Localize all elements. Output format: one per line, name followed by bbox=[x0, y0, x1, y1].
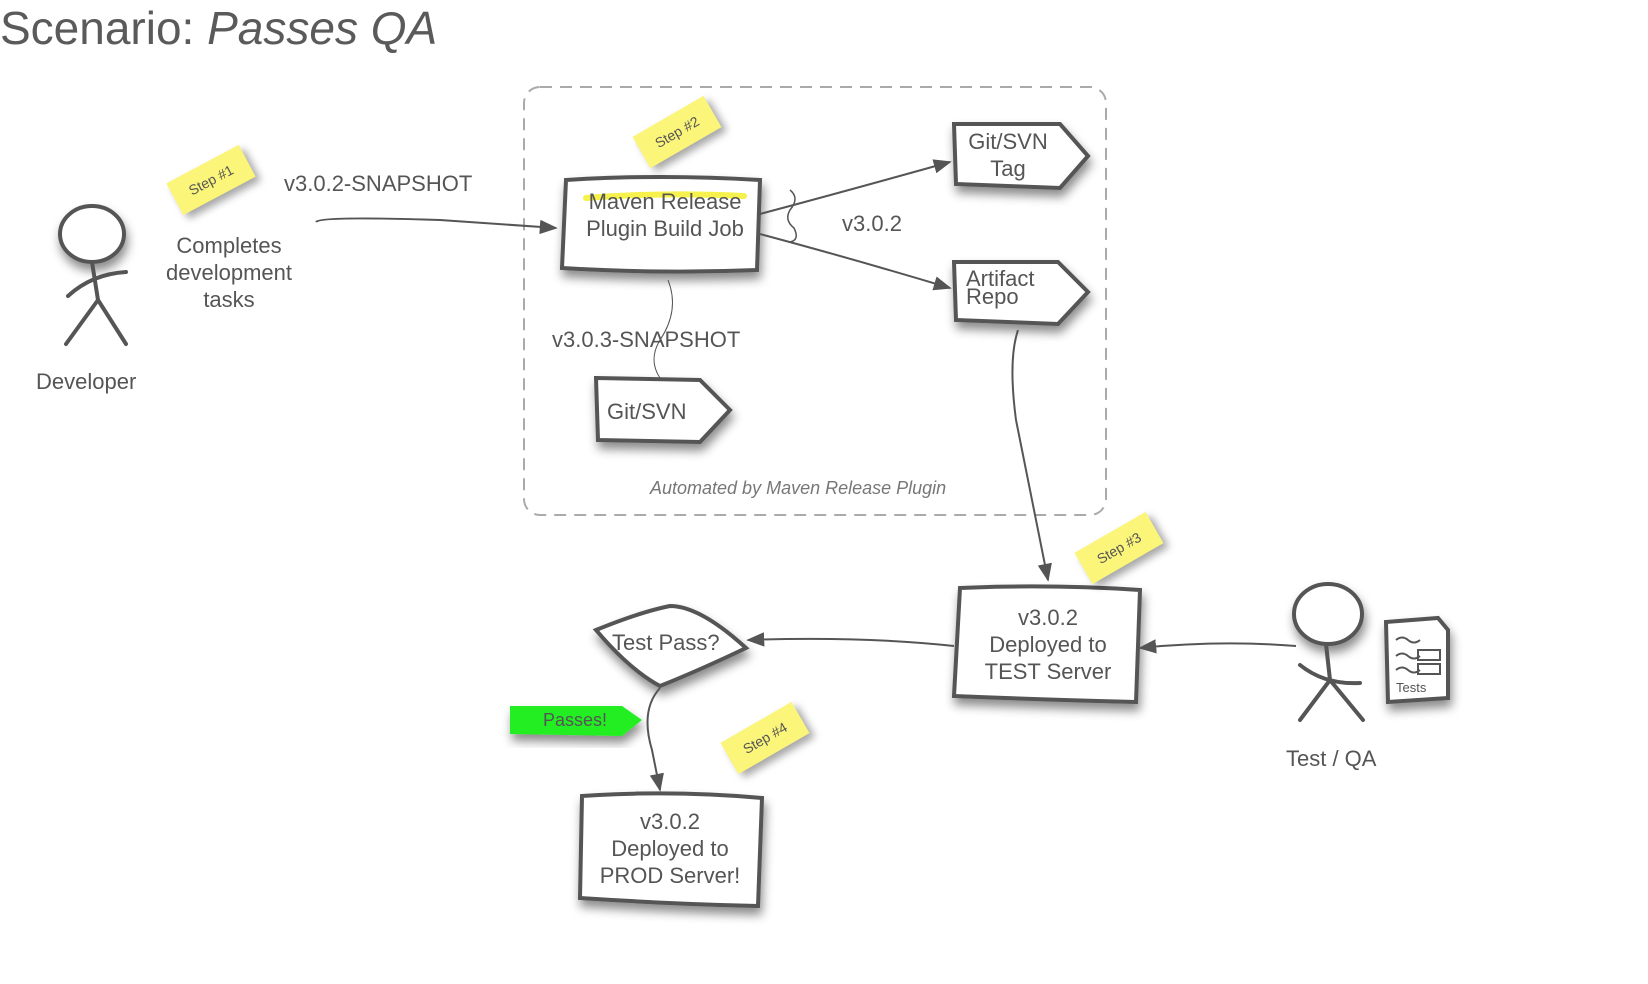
brace-mark bbox=[787, 189, 797, 243]
connector-maven-to-repo bbox=[759, 233, 952, 291]
title-prefix: Scenario: bbox=[0, 2, 195, 54]
prod-server-node[interactable] bbox=[577, 791, 765, 909]
connector-decision-to-prod bbox=[646, 687, 664, 792]
git-svn-node[interactable] bbox=[593, 375, 733, 445]
dev-task-line: development bbox=[166, 260, 292, 285]
title-emphasis: Passes QA bbox=[207, 2, 438, 54]
artifact-repo-label: Artifact Repo bbox=[966, 266, 1035, 309]
maven-job-node[interactable] bbox=[559, 175, 763, 274]
tests-document-icon bbox=[1383, 615, 1450, 705]
tester-label: Test / QA bbox=[1286, 746, 1377, 771]
connector-tester-to-test bbox=[1138, 639, 1297, 654]
connector-maven-to-git bbox=[653, 279, 673, 379]
node-text: Deployed to bbox=[989, 632, 1107, 657]
git-svn-label: Git/SVN bbox=[607, 399, 687, 424]
dev-task-label: Completes development tasks bbox=[158, 232, 300, 313]
automated-caption: Automated by Maven Release Plugin bbox=[650, 478, 947, 498]
maven-job-label: Maven Release Plugin Build Job bbox=[570, 188, 760, 242]
git-tag-node[interactable] bbox=[951, 122, 1091, 191]
snapshot-next-label: v3.0.3-SNAPSHOT bbox=[552, 327, 741, 352]
highlight-mark bbox=[583, 191, 747, 201]
connector-repo-to-test bbox=[1011, 329, 1052, 582]
node-text: v3.0.2 bbox=[1018, 605, 1078, 630]
node-text: Plugin Build Job bbox=[586, 216, 744, 241]
page-title: Scenario: Passes QA bbox=[0, 0, 437, 56]
node-text: Git/SVN bbox=[968, 129, 1048, 154]
snapshot-in-label: v3.0.2-SNAPSHOT bbox=[284, 171, 473, 196]
passes-label: Passes! bbox=[542, 710, 608, 730]
node-text: Tag bbox=[990, 156, 1026, 181]
node-text: TEST Server bbox=[984, 659, 1112, 684]
automation-boundary bbox=[523, 86, 1107, 516]
dev-task-line: Completes bbox=[176, 233, 282, 258]
node-text: v3.0.2 bbox=[640, 809, 700, 834]
test-pass-decision[interactable] bbox=[592, 603, 750, 689]
developer-figure-icon bbox=[58, 204, 128, 346]
dev-task-line: tasks bbox=[203, 287, 255, 312]
git-tag-label: Git/SVN Tag bbox=[958, 128, 1058, 182]
test-pass-label: Test Pass? bbox=[612, 630, 720, 655]
node-text: Maven Release bbox=[588, 189, 742, 214]
node-text: Deployed to bbox=[611, 836, 729, 861]
node-text: Artifact bbox=[966, 266, 1035, 291]
connector-test-to-decision bbox=[746, 632, 955, 647]
developer-label: Developer bbox=[36, 369, 137, 394]
connector-maven-to-tag bbox=[759, 159, 952, 215]
connector-dev-to-maven bbox=[315, 217, 558, 235]
tests-doc-label: Tests bbox=[1396, 680, 1427, 695]
node-text: PROD Server! bbox=[599, 863, 741, 888]
node-text: Repo bbox=[966, 284, 1019, 309]
artifact-repo-node[interactable] bbox=[951, 260, 1091, 327]
test-server-node[interactable] bbox=[951, 584, 1143, 705]
prod-server-label: v3.0.2 Deployed to PROD Server! bbox=[590, 808, 750, 889]
passes-badge bbox=[510, 706, 642, 736]
test-server-label: v3.0.2 Deployed to TEST Server bbox=[970, 604, 1126, 685]
tester-figure-icon bbox=[1292, 582, 1365, 722]
release-version-label: v3.0.2 bbox=[842, 211, 902, 236]
